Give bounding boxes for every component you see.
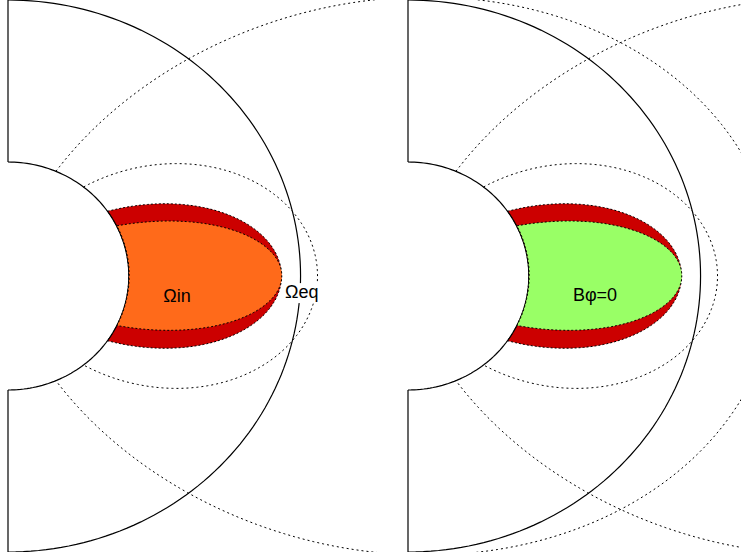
star-surface	[8, 0, 301, 552]
star-panel	[8, 0, 741, 552]
field-line	[484, 164, 718, 389]
crescent-region	[507, 204, 681, 348]
crescent-region	[107, 204, 281, 348]
region-label: Bφ=0	[573, 286, 617, 306]
core-surface	[8, 162, 129, 390]
core-surface	[408, 162, 529, 390]
field-line	[456, 0, 741, 552]
rotation-region: Ωin	[117, 221, 282, 330]
equator-label: Ωeq	[284, 283, 319, 303]
rotation-region: Bφ=0	[517, 221, 682, 330]
region-outline	[117, 221, 282, 330]
axis-line	[407, 390, 408, 552]
region-outline	[517, 221, 682, 330]
region-shape	[117, 221, 282, 330]
star-panel	[408, 0, 741, 552]
axis-line	[407, 0, 408, 162]
region-label: Ωin	[163, 287, 190, 307]
region-shape	[517, 221, 682, 330]
field-line	[84, 164, 318, 389]
axis-line	[7, 390, 8, 552]
axis-line	[7, 0, 8, 162]
field-line	[56, 0, 741, 552]
star-surface	[408, 0, 701, 552]
